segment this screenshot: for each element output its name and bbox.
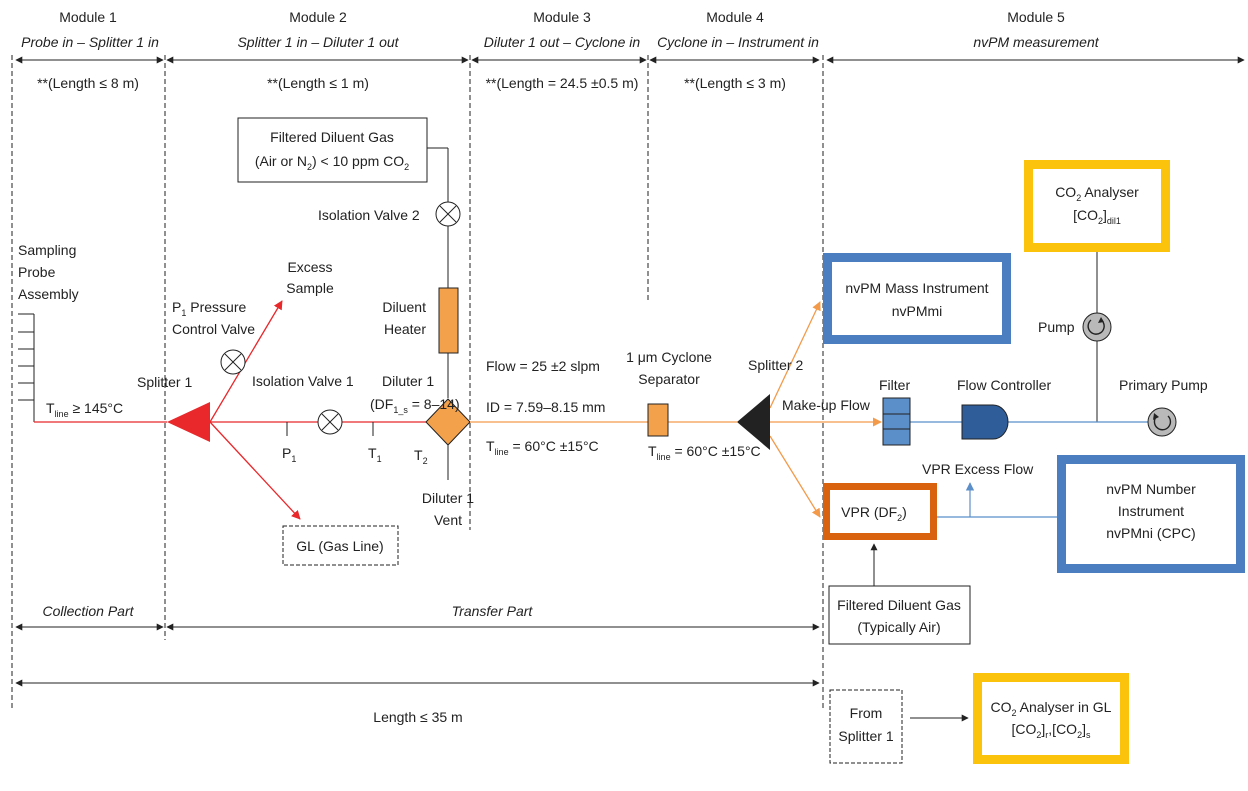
- diluent-heater-label-1: Diluent: [382, 299, 426, 315]
- sampling-probe-label-1: Sampling: [18, 242, 76, 258]
- red-sample-lines: [34, 300, 426, 520]
- diluter-1-label: Diluter 1: [382, 373, 434, 389]
- pump-icon: [1082, 312, 1112, 342]
- filtered-diluent-air-box: [828, 585, 971, 645]
- isolation-valve-1-label: Isolation Valve 1: [252, 373, 354, 389]
- module-4-length: **(Length ≤ 3 m): [684, 75, 786, 91]
- diluter-vent-label-1: Diluter 1: [422, 490, 474, 506]
- module-4-title: Module 4: [706, 9, 764, 25]
- module-1-length: **(Length ≤ 8 m): [37, 75, 139, 91]
- vpr-box: [830, 490, 930, 533]
- mass-instrument-label-2: nvPMmi: [892, 303, 943, 319]
- primary-pump-icon: [1147, 407, 1177, 437]
- id-label: ID = 7.59–8.15 mm: [486, 399, 605, 415]
- mass-instrument-label-1: nvPM Mass Instrument: [845, 280, 988, 296]
- p1-label: P1: [282, 445, 296, 464]
- co2-dil-label: [CO2]dil1: [1073, 207, 1121, 226]
- gas-line-box: [282, 525, 399, 566]
- splitter-1-triangle-icon: [167, 402, 210, 442]
- sampling-probe-label-3: Assembly: [18, 286, 79, 302]
- primary-pump-label: Primary Pump: [1119, 377, 1208, 393]
- excess-sample-label-1: Excess: [287, 259, 332, 275]
- module-1-subtitle: Probe in – Splitter 1 in: [21, 34, 159, 50]
- transfer-part-label: Transfer Part: [452, 603, 534, 619]
- module-5-title: Module 5: [1007, 9, 1065, 25]
- module-2-title: Module 2: [289, 9, 347, 25]
- flow-controller-icon: [961, 404, 1009, 440]
- number-instrument-box: [1066, 464, 1236, 564]
- module-3-subtitle: Diluter 1 out – Cyclone in: [484, 34, 641, 50]
- pcv-label-2: Control Valve: [172, 321, 255, 337]
- co2-analyser-box: [1033, 169, 1161, 243]
- number-instrument-label-2: Instrument: [1118, 503, 1184, 519]
- diluent-gas-label-1: Filtered Diluent Gas: [270, 129, 394, 145]
- isolation-valve-2-icon: [435, 201, 461, 227]
- diluent-line: [427, 147, 449, 398]
- isolation-valve-1-icon: [317, 409, 343, 435]
- from-splitter-label-1: From: [850, 705, 883, 721]
- filtered-diluent-gas-box: [237, 117, 428, 183]
- tline-transfer-label: Tline = 60°C ±15°C: [486, 438, 599, 457]
- tline-cyclone-label: Tline = 60°C ±15°C: [648, 443, 761, 462]
- module-headers: Module 1 Probe in – Splitter 1 in **(Len…: [21, 9, 1100, 91]
- co2-analyser-label: CO2 Analyser: [1055, 184, 1139, 203]
- vpr-excess-flow-label: VPR Excess Flow: [922, 461, 1034, 477]
- filtered-diluent-air-label-1: Filtered Diluent Gas: [837, 597, 961, 613]
- module-2-subtitle: Splitter 1 in – Diluter 1 out: [237, 34, 399, 50]
- orange-transfer-lines: [470, 301, 882, 518]
- co2-gl-label-2: [CO2]r,[CO2]s: [1012, 721, 1091, 740]
- diluent-heater-box: [438, 287, 459, 354]
- t2-label: T2: [414, 447, 428, 466]
- mass-instrument-box: [832, 262, 1002, 335]
- module-4-subtitle: Cyclone in – Instrument in: [657, 34, 819, 50]
- pump-label: Pump: [1038, 319, 1075, 335]
- diluter-vent-label-2: Vent: [434, 512, 462, 528]
- flow-controller-label: Flow Controller: [957, 377, 1051, 393]
- module-dividers: [11, 55, 824, 708]
- number-instrument-label-3: nvPMni (CPC): [1106, 525, 1195, 541]
- isolation-valve-2-label: Isolation Valve 2: [318, 207, 420, 223]
- cyclone-icon: [647, 403, 669, 437]
- excess-sample-label-2: Sample: [286, 280, 334, 296]
- diluent-heater-label-2: Heater: [384, 321, 426, 337]
- splitter-2-triangle-icon: [737, 394, 770, 450]
- collection-part-label: Collection Part: [42, 603, 134, 619]
- from-splitter-label-2: Splitter 1: [838, 728, 893, 744]
- part-span-arrows: [15, 623, 820, 687]
- splitter-1-label: Splitter 1: [137, 374, 192, 390]
- pressure-control-valve-icon: [220, 349, 246, 375]
- module-3-length: **(Length = 24.5 ±0.5 m): [486, 75, 639, 91]
- vpr-label: VPR (DF2): [841, 504, 907, 523]
- gas-line-label: GL (Gas Line): [296, 538, 383, 554]
- filtered-diluent-air-label-2: (Typically Air): [857, 619, 940, 635]
- blue-flow-lines: [910, 421, 1148, 518]
- tline-probe-label: Tline ≥ 145°C: [46, 400, 123, 419]
- flow-label: Flow = 25 ±2 slpm: [486, 358, 600, 374]
- module-5-subtitle: nvPM measurement: [973, 34, 1099, 50]
- pcv-label-1: P1 Pressure: [172, 299, 246, 318]
- module-1-title: Module 1: [59, 9, 117, 25]
- diluent-gas-label-2: (Air or N2) < 10 ppm CO2: [255, 153, 409, 172]
- t1-label: T1: [368, 445, 382, 464]
- module-2-length: **(Length ≤ 1 m): [267, 75, 369, 91]
- makeup-flow-label: Make-up Flow: [782, 397, 871, 413]
- cyclone-label-1: 1 μm Cyclone: [626, 349, 712, 365]
- sampling-probe: [18, 313, 35, 422]
- total-length-label: Length ≤ 35 m: [373, 709, 462, 725]
- splitter-2-label: Splitter 2: [748, 357, 803, 373]
- cyclone-label-2: Separator: [638, 371, 700, 387]
- df1-label: (DF1_s = 8–14): [370, 396, 460, 415]
- from-splitter-box: [829, 689, 903, 764]
- sampling-probe-label-2: Probe: [18, 264, 56, 280]
- number-instrument-label-1: nvPM Number: [1106, 481, 1196, 497]
- co2-gl-box: [982, 682, 1120, 755]
- module-3-title: Module 3: [533, 9, 591, 25]
- filter-icon: [882, 397, 911, 446]
- co2-gl-label-1: CO2 Analyser in GL: [991, 699, 1112, 718]
- filter-label: Filter: [879, 377, 910, 393]
